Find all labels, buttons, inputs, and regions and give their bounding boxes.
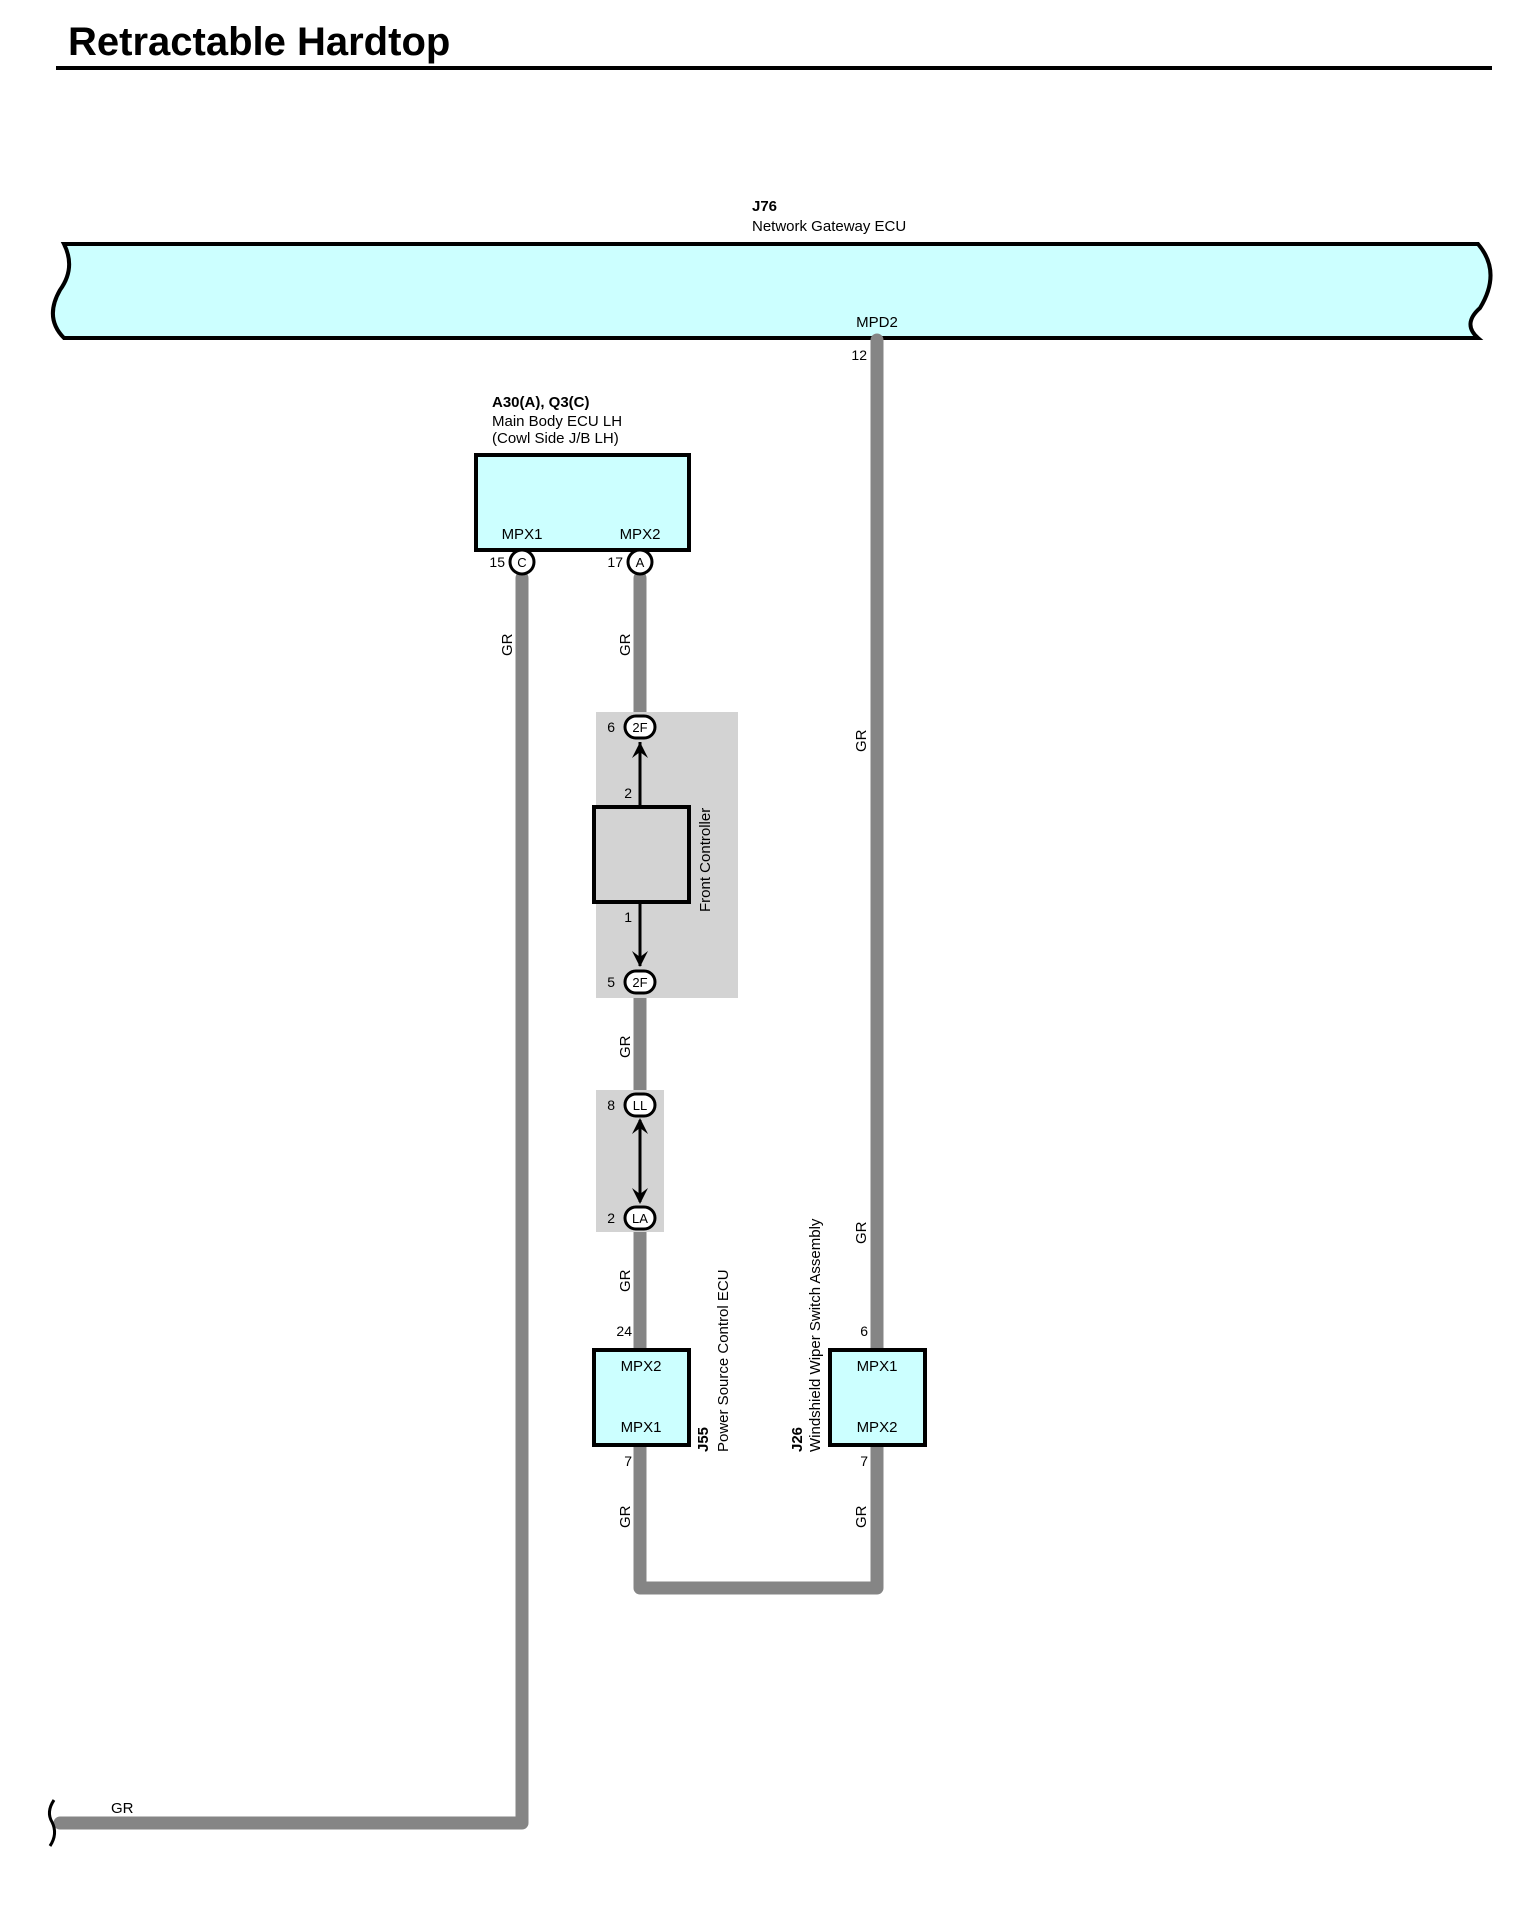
wiper-pin-6: 6 [860,1323,868,1339]
wiper-switch-box [828,1348,927,1447]
power-ecu-box [592,1348,691,1447]
wiper-pin-7: 7 [860,1453,868,1469]
front-controller-pin-1: 1 [624,909,632,925]
connector-arrow [632,742,648,758]
gateway-ecu-bar [51,242,1493,340]
main-body-pin-17: 17 [607,554,623,570]
connector-2f-top-label: 2F [632,720,647,735]
front-controller-pin-2: 2 [624,785,632,801]
wire-color-label: GR [499,633,516,656]
connector-arrow [632,1188,648,1204]
power-ecu-pin-7: 7 [624,1453,632,1469]
connector-la [623,1205,657,1231]
connector-la-pin: 2 [607,1210,615,1226]
front-controller-name: Front Controller [697,808,714,912]
connector-arrow [632,951,648,967]
wiper-code: J26 [789,1427,806,1452]
connector-2f-bottom-pin: 5 [607,974,615,990]
connector-c [508,548,536,576]
gateway-code: J76 [752,198,777,215]
wire-color-label: GR [853,1221,870,1244]
connector-c-label: C [517,555,526,570]
main-body-ecu-box [474,453,691,552]
wire-color-label: GR [617,633,634,656]
connector-2f-top [623,714,657,740]
connector-la-label: LA [632,1211,648,1226]
power-ecu-bottom-label: MPX1 [621,1419,662,1436]
wire-mainbody-mpx1 [53,571,529,1830]
power-ecu-top-label: MPX2 [621,1358,662,1375]
main-body-pin-mpx1: MPX1 [502,526,543,543]
gateway-pin-number: 12 [851,347,867,363]
wire-power-to-wiper [633,1439,884,1595]
wire-color-label: GR [111,1800,134,1817]
wire-break-mark [47,1799,57,1847]
wiper-top-label: MPX1 [857,1358,898,1375]
power-ecu-code: J55 [695,1427,712,1452]
wire-color-label: GR [617,1505,634,1528]
power-ecu-pin-24: 24 [616,1323,632,1339]
main-body-name: Main Body ECU LH [492,413,622,430]
front-controller-box [592,805,691,904]
connector-arrow [632,1118,648,1134]
connector-ll-pin: 8 [607,1097,615,1113]
connector-2f-bottom-label: 2F [632,975,647,990]
connector-a-label: A [636,555,645,570]
wiper-bottom-label: MPX2 [857,1419,898,1436]
connector-ll-label: LL [633,1098,647,1113]
wire-color-label: GR [853,729,870,752]
page-title: Retractable Hardtop [68,20,450,64]
main-body-pin-mpx2: MPX2 [620,526,661,543]
wire-color-label: GR [853,1505,870,1528]
main-body-code: A30(A), Q3(C) [492,394,590,411]
connector-a [626,548,654,576]
connector-2f-bottom [623,969,657,995]
main-body-pin-15: 15 [489,554,505,570]
wire-color-label: GR [617,1269,634,1292]
connector-2f-top-pin: 6 [607,719,615,735]
wiper-name: Windshield Wiper Switch Assembly [807,1218,824,1452]
gateway-name: Network Gateway ECU [752,218,906,235]
wire-color-label: GR [617,1035,634,1058]
connector-ll [623,1092,657,1118]
power-ecu-name: Power Source Control ECU [715,1269,732,1452]
main-body-sub: (Cowl Side J/B LH) [492,430,619,447]
gateway-pin-label: MPD2 [856,314,898,331]
